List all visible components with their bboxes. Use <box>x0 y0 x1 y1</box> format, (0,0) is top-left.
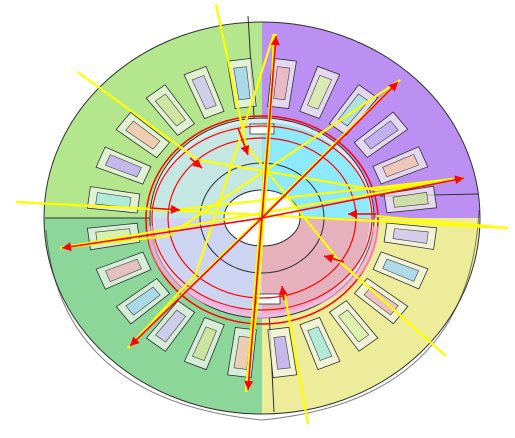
rotor-quadrant-4 <box>262 218 370 314</box>
arrow-head <box>170 204 180 214</box>
stator-sector-bottom-left <box>43 218 262 415</box>
arrow <box>149 204 181 214</box>
arrow-shaft <box>261 177 465 219</box>
coil <box>125 120 161 150</box>
direction-arrows <box>61 35 465 391</box>
arrow <box>129 217 263 347</box>
arrow-head <box>278 286 288 296</box>
coil <box>392 191 429 208</box>
arrow-head <box>240 144 250 155</box>
arrow-head <box>130 336 140 346</box>
arrow-head <box>192 158 202 168</box>
middle-red-ring <box>151 125 373 311</box>
arrow <box>261 175 465 219</box>
coil <box>307 75 333 110</box>
coil <box>273 335 291 370</box>
arrow <box>237 127 250 156</box>
stator-slots <box>86 57 438 379</box>
arrow-shaft <box>261 81 399 219</box>
stator-sector-top-left <box>43 21 262 218</box>
coil <box>191 326 217 361</box>
coil <box>392 228 429 244</box>
coil <box>338 309 370 343</box>
stator-sector-top-right <box>262 21 481 218</box>
rotor-quadrant-1 <box>262 122 370 218</box>
field-line <box>167 79 401 237</box>
arrow-shaft <box>129 217 263 347</box>
arrow-head <box>270 36 280 46</box>
coil <box>191 75 217 110</box>
pink-band <box>147 225 379 320</box>
coil <box>104 154 142 178</box>
arrow-head <box>324 254 334 263</box>
rotor-quadrant-3 <box>154 218 262 314</box>
coil <box>95 192 132 208</box>
arrow <box>261 35 280 219</box>
outer-red-ring <box>145 115 379 325</box>
arrow-head <box>454 175 464 185</box>
arrow-head <box>348 209 357 219</box>
field-line <box>77 71 199 161</box>
arrow <box>261 81 399 219</box>
coil <box>382 153 419 178</box>
coil <box>273 66 291 101</box>
arrow-shaft <box>261 35 277 219</box>
field-line <box>339 261 447 357</box>
rotor-key-bottom <box>255 293 281 305</box>
coil <box>105 258 142 283</box>
field-line <box>197 158 377 192</box>
coil <box>363 286 399 316</box>
rotor-quadrant-2 <box>154 122 262 218</box>
coil <box>233 66 251 101</box>
arrow-head <box>388 82 398 92</box>
arrow <box>61 217 263 252</box>
coil <box>154 93 186 127</box>
coil <box>363 120 399 150</box>
arrow <box>278 285 288 301</box>
arrow-shaft <box>61 217 263 249</box>
arrow-shaft <box>247 217 263 391</box>
field-line <box>245 144 341 263</box>
arrow <box>244 217 263 391</box>
arrow <box>323 254 345 263</box>
field-line <box>214 3 248 146</box>
coil <box>155 309 187 343</box>
arrow-head <box>244 380 254 390</box>
arrow <box>348 209 376 219</box>
rotor-key-top <box>249 123 275 135</box>
stator-edge <box>45 209 480 421</box>
coil <box>307 326 333 361</box>
arrow <box>189 157 203 169</box>
coil <box>125 286 161 316</box>
coil <box>382 258 420 282</box>
stator-sector-bottom-right <box>262 218 481 415</box>
field-line <box>282 289 310 425</box>
field-line <box>175 176 463 212</box>
field-line <box>194 33 276 275</box>
arrow-head <box>62 242 72 252</box>
